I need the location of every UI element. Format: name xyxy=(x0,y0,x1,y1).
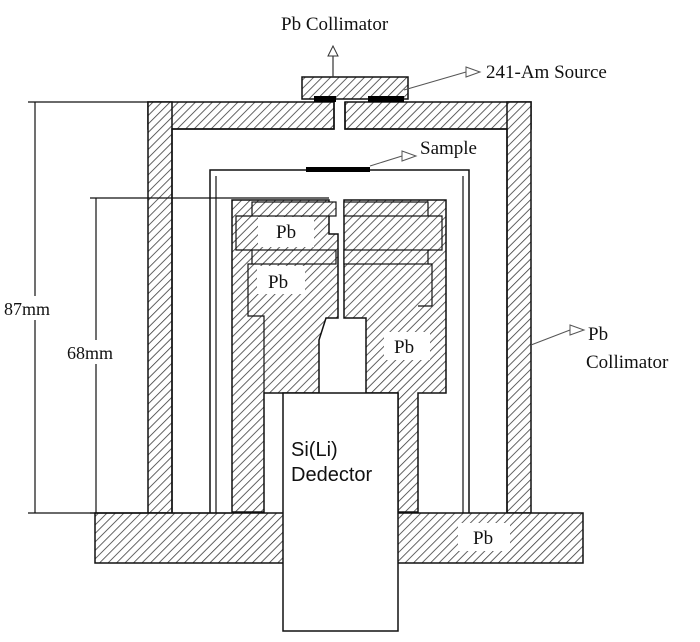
dim-87-label: 87mm xyxy=(4,299,50,319)
pb-collimator-top-label: Pb Collimator xyxy=(281,14,389,35)
dim-68-label-bg xyxy=(65,340,129,364)
pb-label-right: Pb xyxy=(394,337,414,358)
top-pb-collimator xyxy=(301,76,409,100)
dim-87-label-bg xyxy=(2,296,72,320)
sample xyxy=(306,167,370,172)
pb-label-box-mid-left xyxy=(257,266,305,294)
outer-pb-collimator xyxy=(147,101,532,514)
pb-label-box-right xyxy=(384,332,430,360)
sample-arrow-icon xyxy=(401,150,418,162)
si-li-detector xyxy=(282,392,399,632)
pb-label-upper-left: Pb xyxy=(276,222,296,243)
source-arrow-icon xyxy=(465,66,482,78)
source-leader-line xyxy=(403,71,467,91)
sample-leader-line xyxy=(369,155,403,167)
pb-collimator-right-label-line2: Collimator xyxy=(586,352,669,373)
am241-source-left xyxy=(314,96,336,102)
pb-label-base: Pb xyxy=(473,528,493,549)
inner-step-lines xyxy=(235,215,443,393)
right-collimator-arrow-icon xyxy=(569,324,586,336)
pb-collimator-right-label-line1: Pb xyxy=(588,324,608,345)
dim-68-label: 68mm xyxy=(67,343,113,363)
detector-label-line2: Dedector xyxy=(291,464,372,486)
pb-label-mid-left: Pb xyxy=(268,272,288,293)
am-source-label: 241-Am Source xyxy=(486,62,607,83)
outer-housing-inner-line xyxy=(171,102,508,513)
pb-label-box-upper-left xyxy=(258,217,314,247)
right-collimator-leader-line xyxy=(530,329,571,346)
pb-label-box-base xyxy=(458,523,510,551)
sample-label: Sample xyxy=(420,138,477,159)
pb-insert-plates xyxy=(251,201,429,265)
collimator-arrow-head xyxy=(327,44,339,57)
am241-source-right xyxy=(368,96,404,102)
detector-label-line1: Si(Li) xyxy=(291,439,338,461)
